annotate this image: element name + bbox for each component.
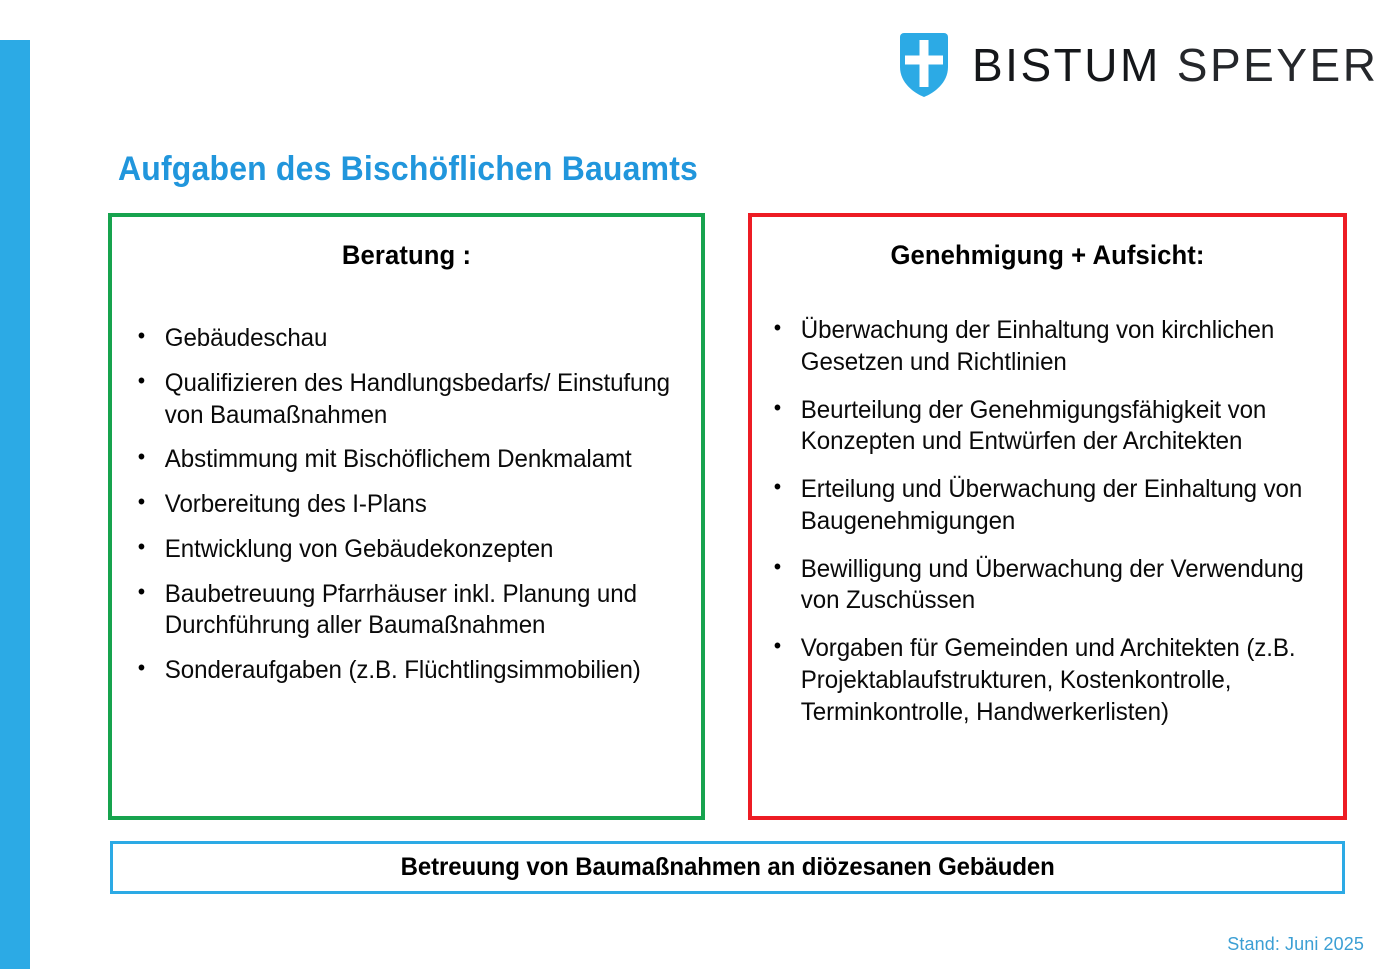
- list-item: Beurteilung der Genehmigungsfähigkeit vo…: [768, 394, 1315, 459]
- brand-word-speyer: SPEYER: [1176, 39, 1379, 91]
- list-item: Baubetreuung Pfarrhäuser inkl. Planung u…: [132, 578, 673, 643]
- panel-genehmigung: Genehmigung + Aufsicht: Überwachung der …: [748, 213, 1347, 820]
- brand-logo: BISTUM SPEYER: [898, 28, 1378, 102]
- list-item: Vorbereitung des I-Plans: [132, 488, 673, 521]
- bottom-summary-text: Betreuung von Baumaßnahmen an diözesanen…: [400, 853, 1055, 881]
- list-item: Überwachung der Einhaltung von kirchlich…: [768, 314, 1315, 379]
- brand-word-bistum: BISTUM: [972, 39, 1161, 91]
- panel-genehmigung-list: Überwachung der Einhaltung von kirchlich…: [760, 314, 1335, 728]
- panel-genehmigung-heading: Genehmigung + Aufsicht:: [890, 240, 1205, 270]
- list-item: Erteilung und Überwachung der Einhaltung…: [768, 473, 1315, 538]
- list-item: Entwicklung von Gebäudekonzepten: [132, 533, 673, 566]
- panel-beratung: Beratung : Gebäudeschau Qualifizieren de…: [108, 213, 705, 820]
- list-item: Qualifizieren des Handlungsbedarfs/ Eins…: [132, 367, 673, 432]
- bottom-summary-banner: Betreuung von Baumaßnahmen an diözesanen…: [110, 841, 1345, 894]
- list-item: Sonderaufgaben (z.B. Flüchtlingsimmobili…: [132, 654, 673, 687]
- page-title: Aufgaben des Bischöflichen Bauamts: [118, 149, 699, 188]
- panel-beratung-heading: Beratung :: [341, 240, 472, 270]
- list-item: Gebäudeschau: [132, 322, 673, 355]
- shield-cross-icon: [900, 33, 948, 97]
- list-item: Abstimmung mit Bischöflichem Denkmalamt: [132, 443, 673, 476]
- panel-beratung-list: Gebäudeschau Qualifizieren des Handlungs…: [120, 322, 693, 687]
- list-item: Vorgaben für Gemeinden und Architekten (…: [768, 632, 1315, 728]
- left-accent-bar: [0, 40, 30, 969]
- list-item: Bewilligung und Überwachung der Verwendu…: [768, 553, 1315, 618]
- footer-stand-date: Stand: Juni 2025: [1227, 934, 1364, 954]
- brand-wordmark: BISTUM SPEYER: [972, 42, 1378, 88]
